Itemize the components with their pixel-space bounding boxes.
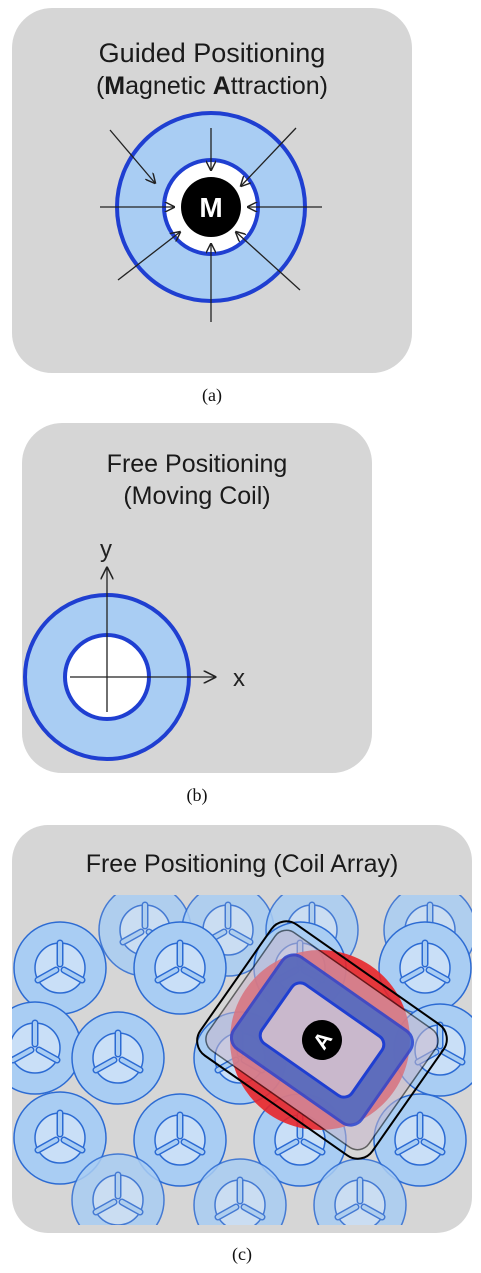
array-coil bbox=[14, 922, 106, 1014]
device-center bbox=[302, 1020, 342, 1060]
magnetic-attraction-diagram: M bbox=[100, 111, 322, 322]
panel-c-title: Free Positioning (Coil Array) bbox=[85, 850, 399, 878]
array-coil bbox=[72, 1154, 164, 1246]
arrow-upper-right bbox=[241, 127, 297, 186]
title-mid: agnetic bbox=[125, 72, 213, 100]
moving-coil-diagram: y x bbox=[23, 536, 245, 761]
arrow-upper-left bbox=[109, 129, 155, 183]
device-outline bbox=[196, 920, 448, 1160]
title-end: ttraction) bbox=[230, 72, 329, 100]
title-bold-a: A bbox=[212, 72, 231, 100]
caption-b: (b) bbox=[186, 785, 208, 805]
panel-a-title-line2: (Magnetic Attraction) bbox=[12, 72, 412, 101]
caption-c: (c) bbox=[232, 1244, 252, 1264]
array-coil bbox=[0, 1002, 81, 1094]
arrow-lower-right bbox=[236, 232, 301, 291]
panel-b-title-line1: Free Positioning bbox=[106, 450, 288, 478]
caption-a: (a) bbox=[202, 385, 222, 405]
receiver-device: A bbox=[196, 920, 448, 1160]
magnet-m bbox=[181, 177, 241, 237]
array-coil bbox=[314, 1159, 406, 1251]
y-axis-label: y bbox=[100, 536, 112, 563]
arrow-lower-left bbox=[117, 232, 180, 281]
magnet-label: M bbox=[199, 192, 222, 223]
title-paren: ( bbox=[95, 72, 105, 100]
panel-a-title-line1: Guided Positioning bbox=[98, 38, 326, 68]
array-coil bbox=[194, 1159, 286, 1251]
panel-b-title-line2: (Moving Coil) bbox=[123, 482, 271, 510]
title-bold-m: M bbox=[104, 72, 126, 100]
x-axis-label: x bbox=[233, 665, 245, 692]
array-coil bbox=[134, 922, 226, 1014]
array-coil bbox=[72, 1012, 164, 1104]
